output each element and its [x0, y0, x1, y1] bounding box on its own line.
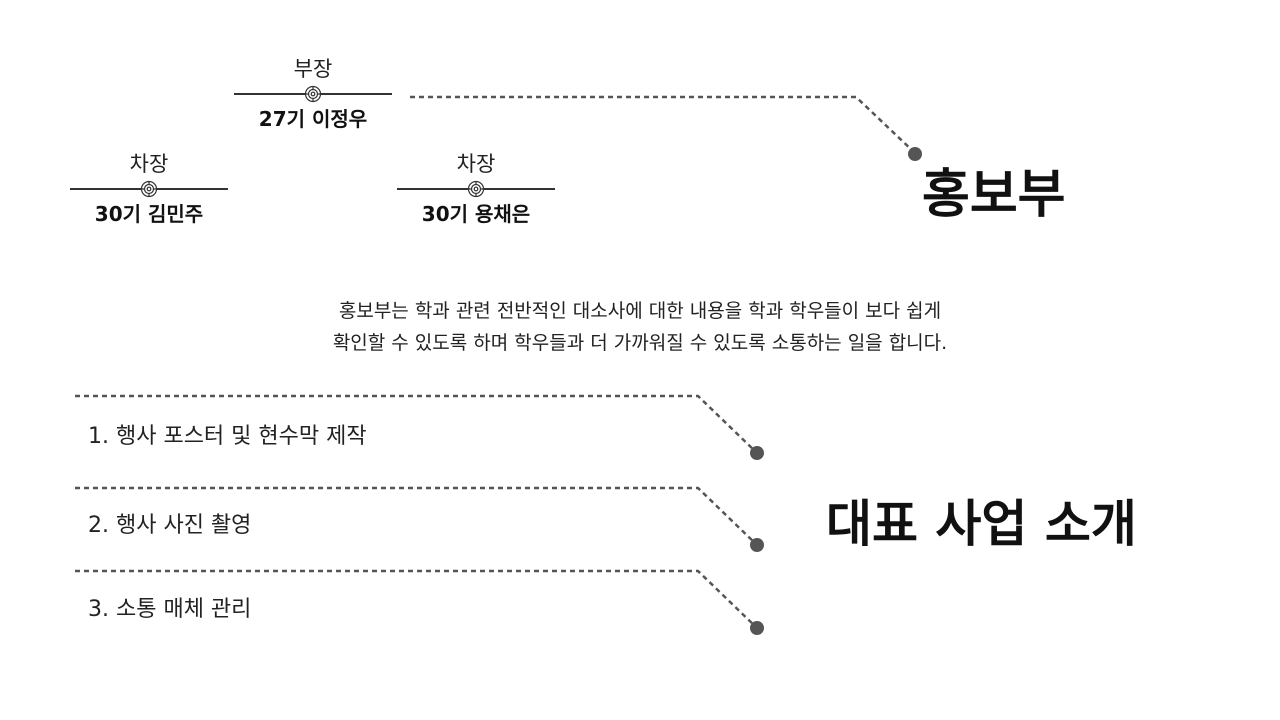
project-item-3: 3. 소통 매체 관리 [88, 597, 252, 622]
flower-ornament-icon [304, 85, 322, 103]
project-item-1: 1. 행사 포스터 및 현수막 제작 [88, 424, 367, 449]
ornament-divider [391, 179, 561, 199]
department-description: 홍보부는 학과 관련 전반적인 대소사에 대한 내용을 학과 학우들이 보다 쉽… [0, 295, 1280, 359]
ornament-divider [228, 84, 398, 104]
member-name: 27기 이정우 [258, 107, 368, 131]
connector-project-1 [75, 394, 757, 453]
member-vice-2: 차장 30기 용채은 [391, 151, 561, 227]
connector-dot-project-2 [750, 538, 764, 552]
member-head: 부장 27기 이정우 [228, 56, 398, 132]
connector-dept-title [410, 95, 916, 154]
member-name: 30기 김민주 [94, 202, 204, 226]
member-role: 차장 [129, 152, 169, 176]
description-line-2: 확인할 수 있도록 하며 학우들과 더 가까워질 수 있도록 소통하는 일을 합… [332, 332, 948, 354]
flower-ornament-icon [467, 180, 485, 198]
connector-dot-project-3 [750, 621, 764, 635]
connector-dot-project-1 [750, 446, 764, 460]
ornament-divider [64, 179, 234, 199]
member-vice-1: 차장 30기 김민주 [64, 151, 234, 227]
connector-project-2 [75, 486, 757, 545]
member-role: 부장 [293, 57, 333, 81]
project-item-2: 2. 행사 사진 촬영 [88, 513, 252, 538]
connector-dot-dept [908, 147, 922, 161]
member-role: 차장 [456, 152, 496, 176]
member-name: 30기 용채은 [421, 202, 531, 226]
connector-project-3 [75, 569, 757, 628]
projects-title: 대표 사업 소개 [826, 495, 1137, 553]
department-title: 홍보부 [922, 165, 1066, 225]
description-line-1: 홍보부는 학과 관련 전반적인 대소사에 대한 내용을 학과 학우들이 보다 쉽… [338, 300, 942, 322]
flower-ornament-icon [140, 180, 158, 198]
